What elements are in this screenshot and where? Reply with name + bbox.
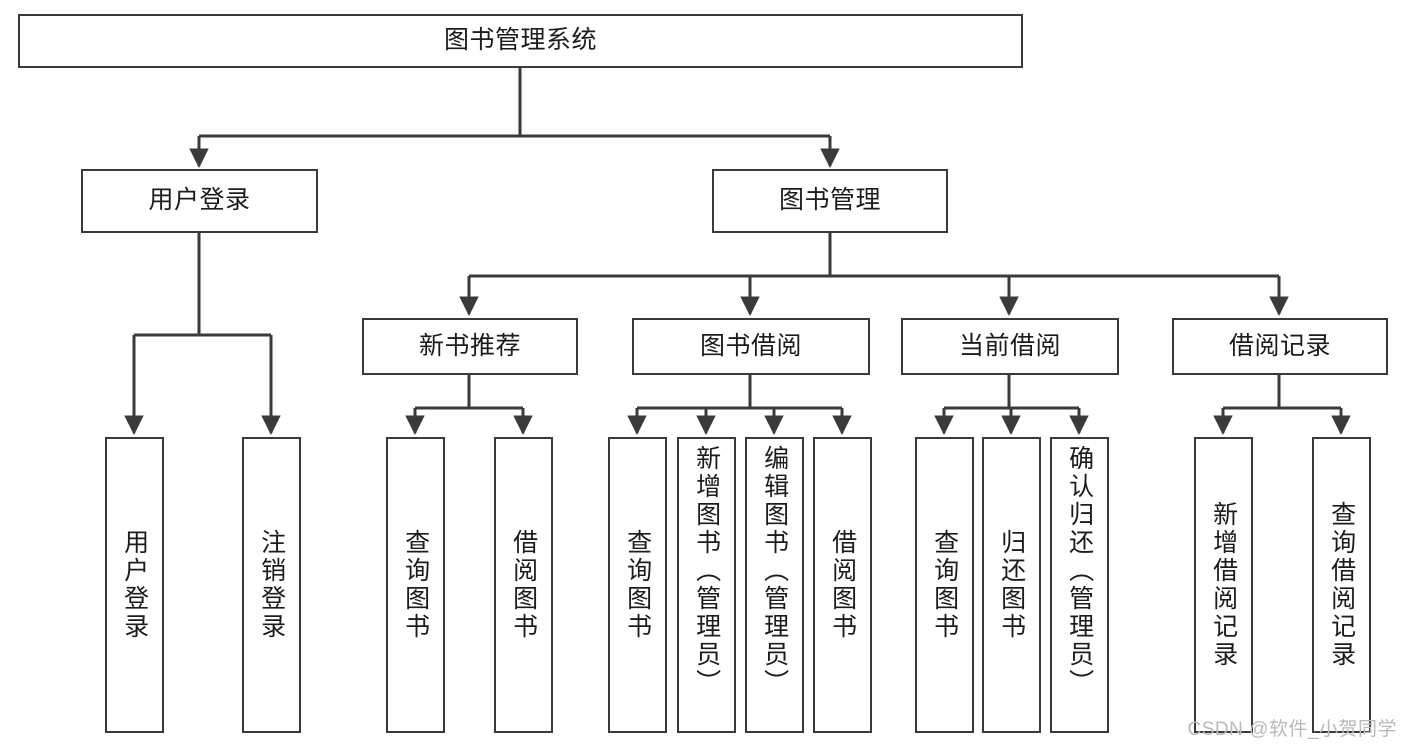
watermark-text: CSDN @软件_小贺同学: [1187, 719, 1397, 740]
node-label: 查询图书: [401, 529, 430, 641]
node-leaf-borrow-book-1[interactable]: 借阅图书: [494, 437, 553, 733]
node-label: 图书管理系统: [443, 26, 597, 55]
node-label: 借阅图书: [509, 529, 538, 641]
node-label: 借阅图书: [828, 529, 857, 641]
node-label: 查询借阅记录: [1327, 501, 1356, 669]
node-current-borrow[interactable]: 当前借阅: [901, 318, 1119, 375]
node-leaf-query-record[interactable]: 查询借阅记录: [1312, 437, 1371, 733]
node-book-management[interactable]: 图书管理: [712, 169, 948, 233]
node-label: 新书推荐: [418, 331, 521, 360]
node-leaf-confirm-return[interactable]: 确认归还（管理员）: [1050, 437, 1109, 733]
node-leaf-edit-book[interactable]: 编辑图书（管理员）: [745, 437, 804, 733]
node-label: 查询图书: [623, 529, 652, 641]
node-book-borrow[interactable]: 图书借阅: [632, 318, 870, 375]
node-label: 确认归还（管理员）: [1065, 445, 1094, 697]
node-leaf-add-book[interactable]: 新增图书（管理员）: [677, 437, 736, 733]
node-label: 用户登录: [120, 529, 149, 641]
node-label: 图书借阅: [699, 331, 802, 360]
node-user-login[interactable]: 用户登录: [81, 169, 318, 233]
node-label: 归还图书: [997, 529, 1026, 641]
node-label: 借阅记录: [1228, 331, 1331, 360]
node-label: 新增借阅记录: [1209, 501, 1238, 669]
node-root-book-management-system[interactable]: 图书管理系统: [18, 14, 1023, 68]
node-label: 当前借阅: [958, 331, 1061, 360]
node-leaf-query-book-3[interactable]: 查询图书: [915, 437, 974, 733]
node-leaf-add-record[interactable]: 新增借阅记录: [1194, 437, 1253, 733]
node-new-book-recommend[interactable]: 新书推荐: [362, 318, 578, 375]
node-leaf-user-login[interactable]: 用户登录: [105, 437, 164, 733]
node-label: 用户登录: [148, 186, 251, 215]
node-leaf-query-book-1[interactable]: 查询图书: [386, 437, 445, 733]
node-label: 注销登录: [257, 529, 286, 641]
node-borrow-record[interactable]: 借阅记录: [1172, 318, 1388, 375]
node-label: 查询图书: [930, 529, 959, 641]
node-label: 编辑图书（管理员）: [760, 445, 789, 697]
node-leaf-borrow-book-2[interactable]: 借阅图书: [813, 437, 872, 733]
node-label: 新增图书（管理员）: [692, 445, 721, 697]
node-leaf-return-book[interactable]: 归还图书: [982, 437, 1041, 733]
node-leaf-logout[interactable]: 注销登录: [242, 437, 301, 733]
node-label: 图书管理: [778, 186, 881, 215]
node-leaf-query-book-2[interactable]: 查询图书: [608, 437, 667, 733]
